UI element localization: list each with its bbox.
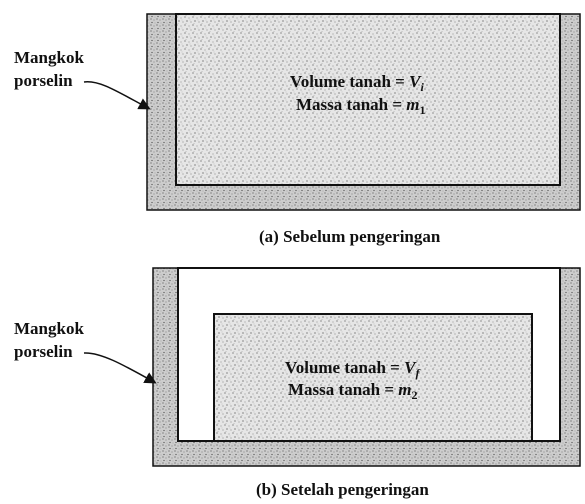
side-label-b-line2: porselin	[14, 342, 73, 361]
soil-a	[175, 13, 561, 186]
caption-a: (a) Sebelum pengeringan	[259, 227, 441, 246]
caption-b: (b) Setelah pengeringan	[256, 480, 429, 499]
pointer-arrow-a	[83, 81, 151, 110]
mass-text-b: Massa tanah = m2	[288, 380, 418, 402]
figure-b: Mangkok porselin Volume tanah = Vf Massa…	[14, 267, 581, 499]
side-label-a-line1: Mangkok	[14, 48, 84, 67]
figure-a: Mangkok porselin Volume tanah = Vi Massa…	[14, 13, 581, 246]
side-label-a-line2: porselin	[14, 71, 73, 90]
mass-text-a: Massa tanah = m1	[296, 95, 426, 117]
soil-b	[213, 313, 533, 442]
side-label-b-line1: Mangkok	[14, 319, 84, 338]
volume-text-a: Volume tanah = Vi	[290, 72, 424, 94]
pointer-arrow-b	[83, 352, 157, 384]
volume-text-b: Volume tanah = Vf	[285, 358, 420, 380]
